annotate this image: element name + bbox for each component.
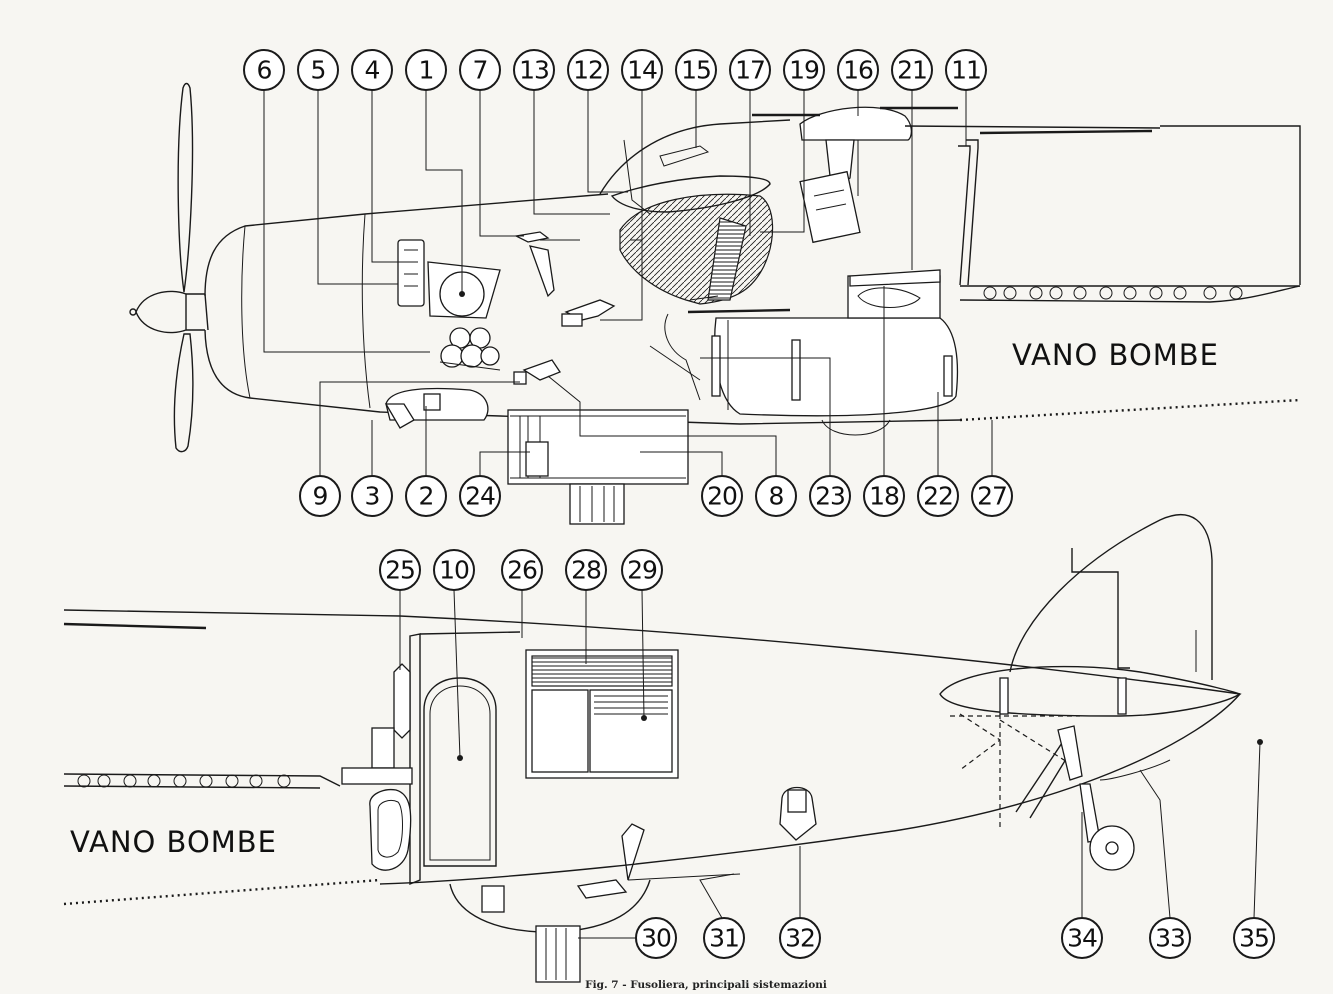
callouts-lower-top: 25 10 26 28 29 xyxy=(379,549,663,591)
svg-text:18: 18 xyxy=(869,482,899,511)
callout-5: 5 xyxy=(297,49,339,91)
leaders-upper xyxy=(263,85,993,480)
callout-3: 3 xyxy=(351,475,393,517)
ventral-radiator xyxy=(507,409,689,525)
svg-text:3: 3 xyxy=(365,482,380,511)
callouts-upper-bottom: 9 3 2 24 20 8 23 18 22 27 xyxy=(299,475,1013,517)
svg-text:2: 2 xyxy=(419,482,434,511)
svg-text:21: 21 xyxy=(897,56,927,85)
callout-18: 18 xyxy=(863,475,905,517)
svg-text:20: 20 xyxy=(707,482,737,511)
callout-16: 16 xyxy=(837,49,879,91)
callout-22: 22 xyxy=(917,475,959,517)
callout-29: 29 xyxy=(621,549,663,591)
svg-text:19: 19 xyxy=(789,56,819,85)
callout-6: 6 xyxy=(243,49,285,91)
svg-text:9: 9 xyxy=(313,482,328,511)
bay-label-upper: VANO BOMBE xyxy=(1012,338,1219,372)
svg-text:7: 7 xyxy=(473,56,488,85)
svg-text:31: 31 xyxy=(709,924,739,953)
callouts-upper-top: 6 5 4 1 7 13 12 14 15 17 19 16 21 11 xyxy=(243,49,987,91)
side-window xyxy=(525,649,679,779)
callout-9: 9 xyxy=(299,475,341,517)
callout-1: 1 xyxy=(405,49,447,91)
aft-fuselage-view: VANO BOMBE xyxy=(63,514,1242,983)
svg-text:34: 34 xyxy=(1067,924,1097,953)
svg-text:23: 23 xyxy=(815,482,845,511)
svg-text:8: 8 xyxy=(769,482,784,511)
callout-4: 4 xyxy=(351,49,393,91)
svg-text:4: 4 xyxy=(365,56,380,85)
svg-text:26: 26 xyxy=(507,556,537,585)
callout-23: 23 xyxy=(809,475,851,517)
svg-text:14: 14 xyxy=(627,56,657,85)
svg-text:17: 17 xyxy=(735,56,765,85)
leaders-lower xyxy=(399,589,1263,939)
bomb-rack-lower xyxy=(77,774,291,788)
callout-2: 2 xyxy=(405,475,447,517)
callout-30: 30 xyxy=(635,917,677,959)
callout-20: 20 xyxy=(701,475,743,517)
callout-8: 8 xyxy=(755,475,797,517)
svg-text:27: 27 xyxy=(977,482,1007,511)
callout-27: 27 xyxy=(971,475,1013,517)
callout-14: 14 xyxy=(621,49,663,91)
svg-text:6: 6 xyxy=(257,56,272,85)
callout-13: 13 xyxy=(513,49,555,91)
callout-35: 35 xyxy=(1233,917,1275,959)
svg-text:10: 10 xyxy=(439,556,469,585)
svg-text:15: 15 xyxy=(681,56,711,85)
callout-24: 24 xyxy=(459,475,501,517)
callout-17: 17 xyxy=(729,49,771,91)
callout-31: 31 xyxy=(703,917,745,959)
bay-label-lower: VANO BOMBE xyxy=(70,825,277,859)
forward-fuselage-view: VANO BOMBE xyxy=(129,82,1301,525)
callout-12: 12 xyxy=(567,49,609,91)
svg-text:28: 28 xyxy=(571,556,601,585)
instrument-box xyxy=(397,239,425,307)
bomb-rack-upper xyxy=(983,286,1243,300)
callout-11: 11 xyxy=(945,49,987,91)
callout-19: 19 xyxy=(783,49,825,91)
callout-21: 21 xyxy=(891,49,933,91)
svg-text:33: 33 xyxy=(1155,924,1185,953)
svg-text:12: 12 xyxy=(573,56,603,85)
callouts-lower-bottom: 30 31 32 34 33 35 xyxy=(635,917,1275,959)
svg-text:35: 35 xyxy=(1239,924,1269,953)
figure-caption: Fig. 7 - Fusoliera, principali sistemazi… xyxy=(585,979,827,991)
svg-text:11: 11 xyxy=(951,56,981,85)
instrument-dial xyxy=(427,261,501,319)
callout-26: 26 xyxy=(501,549,543,591)
svg-text:25: 25 xyxy=(385,556,415,585)
svg-text:24: 24 xyxy=(465,482,495,511)
svg-text:1: 1 xyxy=(419,56,434,85)
callout-28: 28 xyxy=(565,549,607,591)
callout-33: 33 xyxy=(1149,917,1191,959)
control-wheels xyxy=(439,327,501,371)
dorsal-turret xyxy=(799,106,913,141)
callout-7: 7 xyxy=(459,49,501,91)
svg-text:16: 16 xyxy=(843,56,873,85)
callout-15: 15 xyxy=(675,49,717,91)
svg-text:13: 13 xyxy=(519,56,549,85)
bomb-bay-edge-upper xyxy=(959,398,1301,422)
callout-32: 32 xyxy=(779,917,821,959)
svg-text:5: 5 xyxy=(311,56,326,85)
callout-34: 34 xyxy=(1061,917,1103,959)
svg-text:30: 30 xyxy=(641,924,671,953)
callout-10: 10 xyxy=(433,549,475,591)
propeller xyxy=(129,82,209,453)
svg-text:32: 32 xyxy=(785,924,815,953)
callout-25: 25 xyxy=(379,549,421,591)
svg-text:22: 22 xyxy=(923,482,953,511)
svg-text:29: 29 xyxy=(627,556,657,585)
bomb-bay-edge-lower xyxy=(63,878,381,906)
